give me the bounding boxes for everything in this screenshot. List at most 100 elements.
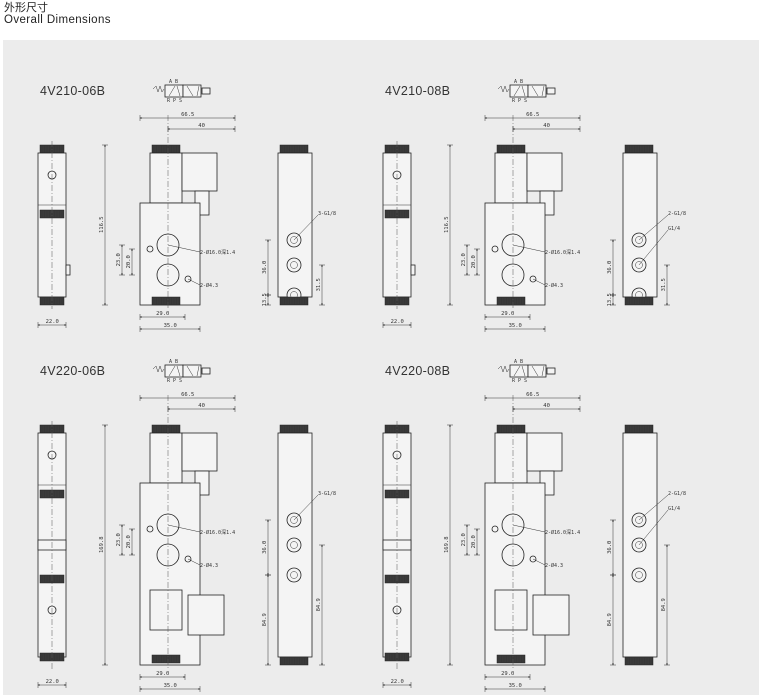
port-inner [290,236,298,244]
coil-cap [279,144,309,154]
hole-label: 2-Ø16.0深1.4 [545,529,580,536]
coil-cap [496,424,526,434]
screw-hole [146,525,154,533]
dimension-label: 31.5 [316,278,322,291]
dimension-label: 40 [543,403,550,409]
connector-housing [187,594,225,636]
dimension-label: 23.0 [461,253,467,266]
port-circle [631,567,647,583]
coil-cap [496,654,526,664]
hole-label: 2-Ø16.0深1.4 [200,249,235,256]
side-tab [65,264,71,276]
symbol-port-label: A B [169,79,178,85]
leader-line [638,509,669,546]
port-circle [286,567,302,583]
dimension-label: 66.5 [181,392,194,398]
spring-icon [497,85,510,93]
flow-arrow [186,365,194,377]
connector-housing [532,594,570,636]
symbol-port-label: A B [514,79,523,85]
dimension-label: 66.5 [181,112,194,118]
symbol-port-label: A B [514,359,523,365]
flow-arrow [196,85,200,97]
dimension-label: 29.0 [501,671,514,677]
leader-line [512,244,546,253]
dimension-label: 22.0 [391,319,404,325]
port-body [622,152,658,298]
port-inner [635,541,643,549]
port-inner [635,236,643,244]
connector-housing [181,432,218,472]
coil-cap [624,424,654,434]
coil-cap [496,144,526,154]
screw-hole [146,245,154,253]
screw-hole [491,245,499,253]
dimension-label: 35.0 [164,323,177,329]
dimension-label: 36.0 [262,261,268,274]
flow-arrow [168,85,176,97]
dimension-label: 84.9 [607,613,613,626]
port-label: 2-G1/8 [668,491,686,497]
title-english: Overall Dimensions [4,14,111,26]
flow-arrow [186,85,194,97]
dimension-label: 35.0 [509,323,522,329]
leader-line [638,214,669,241]
leader-line [638,494,669,521]
leader-line [293,214,319,241]
flow-arrow [196,365,200,377]
spring-icon [497,365,510,373]
port-inner [290,571,298,579]
hole-label: 2-Ø16.0深1.4 [200,529,235,536]
dimension-label: 84.9 [316,598,322,611]
flow-arrow [513,365,521,377]
spring-icon [152,85,165,93]
dimension-label: 40 [543,123,550,129]
port-inner [290,261,298,269]
dimension-label: 169.8 [99,536,105,553]
dimension-label: 84.9 [262,613,268,626]
dimension-label: 23.0 [116,253,122,266]
flow-arrow [176,85,181,97]
coil-cap [151,296,181,306]
left-side-view: 22.0 [37,141,71,328]
port-label: 2-G1/8 [668,211,686,217]
dimension-label: 22.0 [46,319,59,325]
spring-icon [152,365,165,373]
coil-cap [496,296,526,306]
coil-cap [279,296,309,306]
side-tab [410,264,416,276]
port-circle [286,257,302,273]
leader-line [512,524,546,533]
port-inner [635,261,643,269]
hole-label: 2-Ø4.3 [545,282,563,289]
symbol-port-label: R P S [167,378,182,384]
symbol-port-label: A B [169,359,178,365]
dimension-label: 66.5 [526,392,539,398]
title-chinese: 外形尺寸 [4,1,48,14]
dimension-label: 20.0 [126,255,132,268]
port-view: 36.031.513.52-G1/8G1/4 [607,144,686,306]
port-inner [635,571,643,579]
symbol-port-label: R P S [512,98,527,104]
dimension-label: 29.0 [156,311,169,317]
dimension-label: 35.0 [164,683,177,689]
coil-body [149,152,183,204]
port-view: 36.031.513.53-G1/8 [262,144,336,306]
dimension-label: 36.0 [607,261,613,274]
dimension-label: 20.0 [471,255,477,268]
port-view: 36.084.984.93-G1/8 [262,424,336,666]
valve-body [139,482,201,666]
flow-arrow [531,365,539,377]
symbol-port-label: R P S [512,378,527,384]
dimension-label: 31.5 [661,278,667,291]
hole-label: 2-Ø4.3 [545,562,563,569]
leader-line [167,524,201,533]
model-label: 4V210-08B [385,84,450,98]
dimension-label: 84.9 [661,598,667,611]
